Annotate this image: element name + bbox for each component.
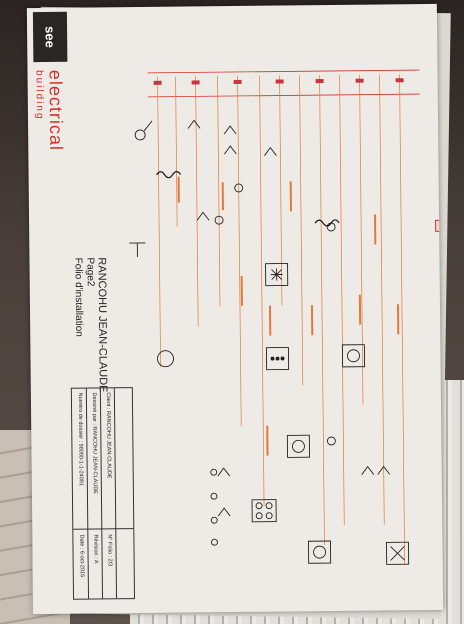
socket-triple [265,346,290,371]
outlet-symbol [157,350,174,368]
indicator-lamp [210,538,218,546]
switch-symbols [187,119,391,517]
circuit-line [319,75,325,546]
switch-lever [143,120,153,132]
switch-symbol [377,465,391,475]
circuit-line [259,75,265,506]
circuit-line [359,74,364,405]
circuit-line [399,74,406,565]
terminal-mark [233,79,242,85]
switch-symbol [223,125,237,135]
socket-box [341,344,366,368]
socket-box [307,540,332,564]
handwriting-mark [156,171,182,179]
circuit-line [217,76,221,307]
circuit-line [299,75,304,386]
indicator-lamp [210,516,218,524]
bus-line-red [147,93,420,98]
double-socket [251,499,277,523]
socket-box [286,434,311,458]
bus-lines [147,69,420,98]
lamp-symbol [214,215,224,225]
junction-box-star [265,262,289,287]
indicator-lamp [210,492,218,500]
terminal-mark [275,79,284,84]
terminal-mark [153,80,162,85]
circuit-line [237,75,242,426]
socket-circle [347,349,360,363]
switch-symbol [264,146,277,156]
switch-symbol [217,467,231,477]
circuit-line [279,75,283,306]
circuit-line [339,74,345,525]
socket-box-cross [385,541,410,565]
terminal-mark [395,78,404,83]
circuit-line [157,76,161,367]
symbols [129,120,410,565]
switch-symbol [217,507,231,517]
wiring-diagram [129,69,420,565]
circuit-line [379,74,385,525]
terminal-mark [191,80,200,85]
electrical-schematic-sheet: see electrical building RANCOHU JEAN-CLA… [26,3,444,615]
indicator-lamp [210,468,218,476]
switch-symbol [224,145,237,155]
lamp-symbol [326,222,336,232]
circuit-line [195,76,199,327]
bus-terminals [153,78,404,85]
indicator-lamp [326,436,336,446]
switch-symbol [361,465,375,475]
terminal-mark [355,78,364,83]
lamp-symbol [134,129,146,141]
bus-line-red [147,69,420,74]
lamp-symbol [234,183,244,193]
circuit-lines [157,74,406,565]
switch-symbol [196,211,210,221]
handwritten-annotations [156,171,340,227]
terminal-mark [315,79,324,84]
annotation-label-marks [177,176,400,456]
handwriting-mark [314,219,340,227]
switch-symbol [187,119,201,129]
circuit-line [175,76,178,227]
